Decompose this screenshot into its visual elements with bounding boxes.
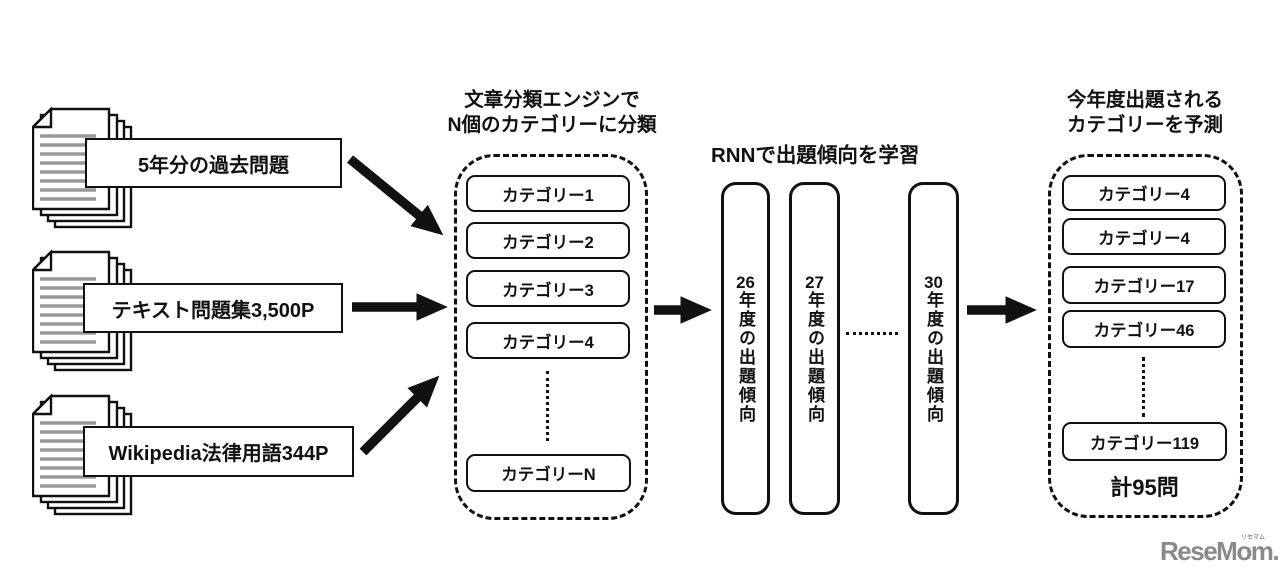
source-label-wikipedia: Wikipedia法律用語344P [83, 426, 354, 477]
rnn-year-number: 30 [924, 273, 943, 291]
resemom-logo-ruby: リセマム [1241, 535, 1266, 541]
prediction-category-1: カテゴリー4 [1062, 175, 1226, 211]
total-questions-label: 計95問 [1110, 475, 1179, 500]
rnn-year-box-27: 27年度の出題傾向 [789, 182, 840, 515]
prediction-section-title: 今年度出題される カテゴリーを予測 [1045, 88, 1245, 138]
arrow-source3-to-classifier [359, 375, 440, 456]
document-stack-glyph [32, 250, 133, 372]
classifier-category-4: カテゴリー4 [466, 322, 630, 359]
arrow-source1-to-classifier [346, 155, 444, 236]
prediction-container [1048, 154, 1243, 518]
rnn-year-box-30: 30年度の出題傾向 [908, 182, 959, 515]
classifier-section-title: 文章分類エンジンで N個のカテゴリーに分類 [428, 88, 676, 138]
prediction-category-3: カテゴリー17 [1062, 266, 1226, 304]
prediction-ellipsis-dots [1142, 357, 1145, 417]
classifier-category-2: カテゴリー2 [466, 222, 630, 259]
source-label-textbook: テキスト問題集3,500P [83, 283, 343, 333]
classifier-container [454, 154, 648, 520]
classifier-category-3: カテゴリー3 [466, 270, 630, 307]
classifier-ellipsis-dots [546, 371, 549, 441]
prediction-category-2: カテゴリー4 [1062, 218, 1226, 255]
rnn-year-text: 30年度の出題傾向 [924, 273, 943, 424]
resemom-logo-text: ReseMom. [1160, 536, 1280, 566]
rnn-year-number: 26 [736, 273, 755, 291]
classifier-category-1: カテゴリー1 [466, 175, 630, 212]
rnn-year-suffix: 年度の出題傾向 [924, 290, 943, 424]
resemom-logo: ReseMom. リセマム [1160, 535, 1280, 567]
classifier-title-line2: N個のカテゴリーに分類 [447, 114, 657, 136]
document-stack-icon [32, 250, 134, 374]
rnn-year-box-26: 26年度の出題傾向 [721, 182, 770, 515]
prediction-category-4: カテゴリー46 [1062, 310, 1226, 348]
rnn-year-text: 27年度の出題傾向 [805, 273, 824, 424]
source-label-past-problems: 5年分の過去問題 [85, 138, 342, 188]
classifier-category-n: カテゴリーN [466, 454, 631, 492]
rnn-year-number: 27 [805, 273, 824, 291]
rnn-ellipsis-dots [846, 332, 898, 335]
classifier-title-line1: 文章分類エンジンで [464, 89, 640, 111]
rnn-year-text: 26年度の出題傾向 [736, 273, 755, 424]
rnn-year-suffix: 年度の出題傾向 [736, 290, 755, 424]
rnn-year-suffix: 年度の出題傾向 [805, 290, 824, 424]
prediction-category-119: カテゴリー119 [1062, 422, 1227, 461]
prediction-title-line2: カテゴリーを予測 [1066, 114, 1223, 136]
prediction-title-line1: 今年度出題される [1066, 89, 1223, 111]
rnn-section-title: RNNで出題傾向を学習 [711, 144, 920, 167]
